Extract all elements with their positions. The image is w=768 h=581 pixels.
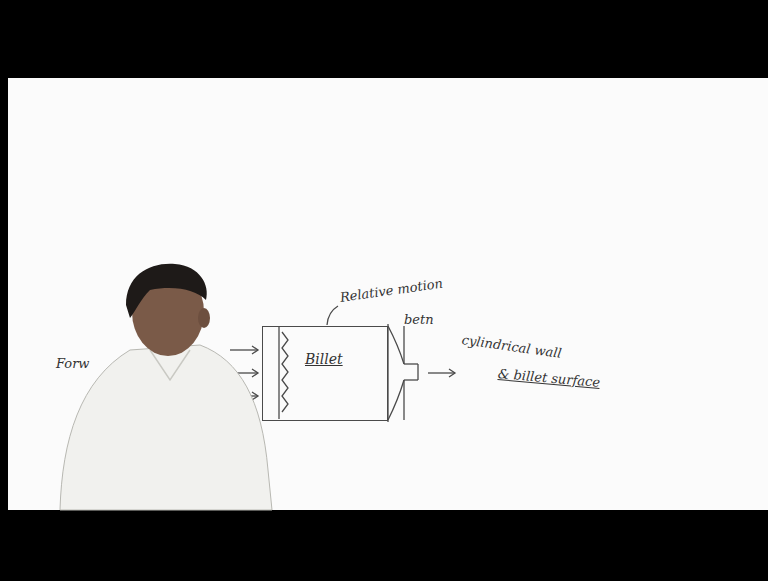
extrusion-sketch — [230, 306, 455, 422]
ear — [198, 308, 210, 328]
die-line — [403, 380, 404, 420]
leader-line — [327, 306, 338, 325]
flow-arrow — [428, 372, 455, 373]
extrudate — [404, 363, 418, 364]
hair — [126, 264, 207, 318]
node-label: Billet — [305, 351, 345, 367]
heading-note: Forw — [56, 356, 89, 371]
arrow-head — [252, 369, 258, 377]
ram-face — [278, 327, 279, 419]
die-profile — [388, 326, 404, 364]
ram-zigzag — [282, 332, 288, 412]
extrudate — [417, 364, 418, 380]
force-arrow — [230, 349, 258, 350]
arrow-head — [449, 369, 455, 377]
container-box: Billet — [262, 326, 388, 421]
die-line — [403, 326, 404, 364]
note-text: betn — [404, 312, 434, 327]
whiteboard — [8, 78, 768, 510]
shirt — [60, 345, 272, 510]
extrudate — [404, 379, 418, 380]
arrow-head — [252, 346, 258, 354]
lecturer — [60, 264, 272, 510]
die-profile — [388, 380, 404, 420]
